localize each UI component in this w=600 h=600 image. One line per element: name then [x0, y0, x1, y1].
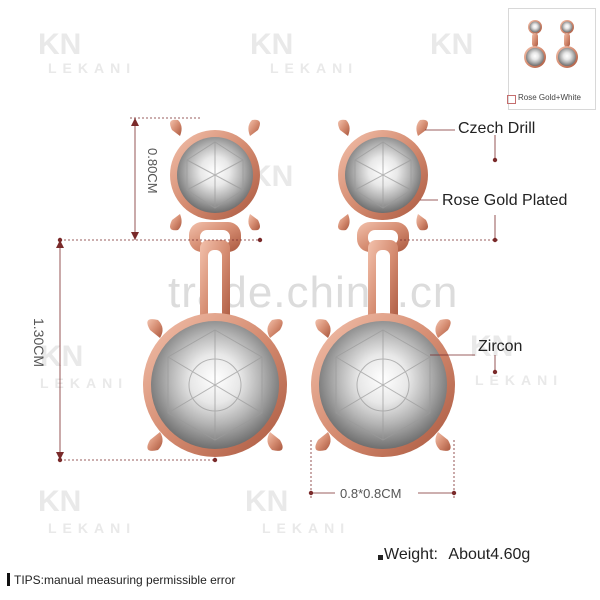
watermark-brand: LEKANI: [40, 375, 129, 391]
thumbnail-earrings: [524, 20, 578, 68]
watermark-brand: LEKANI: [48, 520, 137, 536]
weight-label: Weight:: [384, 546, 438, 563]
left-earring: [143, 119, 287, 457]
watermark-logo: KN: [245, 485, 289, 518]
top-height-label: 0.80CM: [145, 148, 160, 194]
watermark-logo: KN: [38, 485, 82, 518]
product-thumbnail[interactable]: [508, 8, 596, 110]
stone-size-label: 0.8*0.8CM: [340, 486, 402, 501]
watermark-brand: LEKANI: [270, 60, 359, 76]
zircon-label: Zircon: [478, 338, 523, 355]
watermark-brand: LEKANI: [262, 520, 351, 536]
weight-line: Weight: About4.60g: [384, 546, 530, 564]
dimension-lines: [59, 117, 500, 500]
watermark-brand: LEKANI: [48, 60, 137, 76]
tips-text: TIPS:manual measuring permissible error: [14, 573, 236, 587]
weight-value: About4.60g: [448, 546, 531, 563]
bottom-height-label: 1.30CM: [31, 318, 47, 368]
watermark-logo: KN: [430, 28, 474, 61]
czech-drill-label: Czech Drill: [458, 120, 536, 137]
watermark-brand: LEKANI: [475, 372, 564, 388]
watermark-logo: KN: [250, 28, 294, 61]
watermark-logo: KN: [38, 28, 82, 61]
weight-bullet: [378, 555, 383, 560]
color-option-label: Rose Gold+White: [518, 93, 581, 102]
right-earring: [311, 119, 455, 457]
color-swatch: [507, 95, 516, 104]
tips-bar: [7, 573, 10, 586]
rose-gold-label: Rose Gold Plated: [442, 192, 568, 209]
dimension-dots: [56, 118, 498, 496]
watermark-logo: KN: [470, 330, 514, 363]
watermark-logo: KN: [40, 340, 84, 373]
